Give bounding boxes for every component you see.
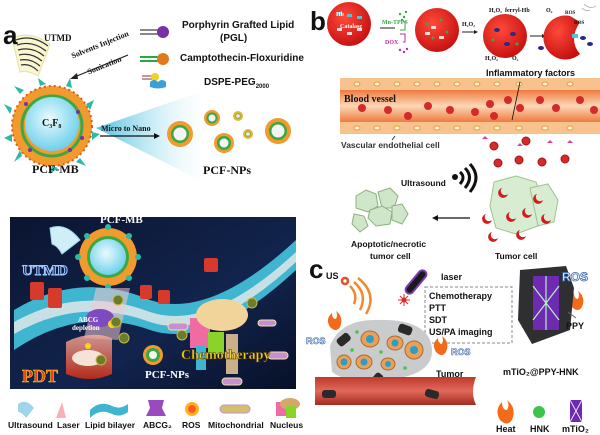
mechanism-panel [10,217,296,389]
h2o2-top-label: H₂O₂ [489,8,502,14]
catalase-label: Catalase [340,24,362,30]
mech-utmd-label: UTMD [22,263,69,280]
legend-heat-label: Heat [496,424,516,434]
therapy-imaging: US/PA imaging [429,327,493,337]
ros-badge-mid: ROS [451,347,471,358]
o2-bottom-label: O₂ [512,56,519,62]
abcg2-icon [146,400,166,416]
apoptotic-label-1: Apoptotic/necrotic [351,239,427,249]
micro-to-nano-label: Micro to Nano [101,124,151,133]
legend-laser-label: Laser [57,420,80,430]
panel-c-letter: c [309,254,324,284]
legend-dspe-label: DSPE-PEG2000 [204,77,270,90]
ros-label-1: ROS [565,11,576,16]
pcf-nanoparticles [167,110,291,153]
heat-flame-icons [327,291,584,424]
ultrasound-transducer-icon [11,34,51,77]
apoptotic-tumor-cells [351,187,409,233]
abcg-depletion-label-2: depletion [72,324,100,332]
blood-vessel [340,78,600,141]
assembly-arrow [70,54,129,79]
h2o2-arrow-label: H₂O₂ [462,22,475,28]
ros-badge-right: ROS [562,270,589,285]
ros-badge-left: ROS [306,336,326,347]
legend-icons [18,398,300,418]
apoptotic-label-2: tumor cell [370,251,411,261]
blood-vessel-c [315,377,476,405]
therapy-list: Chemotherapy PTT SDT US/PA imaging [429,290,493,338]
legend-ros-label: ROS [182,420,201,430]
mtio2-ppy-hnk-label: mTiO₂@PPY-HNK [503,367,579,377]
chemotherapy-label: Chemotherapy [181,348,271,364]
dspe-peg-molecule-icon [142,73,166,89]
laser-device-icon [398,269,428,306]
lipid-bilayer-icon [90,403,128,418]
legend-abcg2-label: ABCG₂ [143,420,172,430]
ros-label-2: ROS [574,21,585,26]
hnk-icon [533,406,545,418]
legend-c-icons [533,399,583,423]
o2-top-label: O₂ [546,8,553,14]
legend-mitochondrial-label: Mitochondrial [208,420,264,430]
nucleus-complex [190,299,248,374]
abcg-depletion-label-1: ABCG [78,316,99,324]
utmd-label: UTMD [44,33,72,43]
mn-tpps-label: Mn-TPPS [382,20,408,26]
therapy-ptt: PTT [429,303,446,313]
ultrasound-icon [18,401,34,418]
therapy-sdt: SDT [429,315,447,325]
tumor-label: Tumor [436,369,464,379]
ultrasound-fan-icon [49,226,81,255]
cpt-fudr-molecule-icon [140,53,169,65]
ultrasound-wave-icon [452,162,478,193]
legend-lipid-bilayer-label: Lipid bilayer [85,420,136,430]
panel-a-letter: a [3,20,18,50]
apoptotic-arrow [432,215,470,221]
mech-pcf-nps-label: PCF-NPs [145,369,189,381]
tumor-cells [482,175,559,242]
legend-mtio2-label: mTiO₂ [562,424,589,434]
pcf-nps-label: PCF-NPs [203,163,251,177]
legend-nucleus-label: Nucleus [270,420,304,430]
mitochondrial-icon [219,404,251,414]
legend-pgl-abbr: (PGL) [220,33,248,44]
pcf-mb-label: PCF-MB [32,162,79,176]
pgl-molecule-icon [140,26,169,38]
therapy-box [424,286,513,344]
rbc-sequence [327,2,597,60]
inflammatory-factors-label: Inflammatory factors [486,68,576,78]
panel-b-letter: b [310,6,326,36]
hb-label: Hb [336,12,345,18]
ppy-label: PPY [566,321,585,331]
legend-pgl-label: Porphyrin Grafted Lipid [182,20,295,31]
micro-to-nano-arrow [100,133,160,139]
nucleus-icon [276,398,300,418]
blood-vessel-label: Blood vessel [344,94,396,105]
pcf-mb-bubble [4,78,100,174]
therapy-chemotherapy: Chemotherapy [429,291,493,301]
tumor-cell-label: Tumor cell [495,251,538,261]
legend-hnk-label: HNK [530,424,550,434]
legend-ultrasound-label: Ultrasound [8,420,53,430]
us-waves-icon [340,276,372,315]
legend-cpt-label: Camptothecin-Floxuridine [180,53,304,64]
c3f8-core-label: C₃F₈ [42,118,62,129]
h2o2-bottom-label: H₂O₂ [485,56,498,62]
us-label: US [326,271,339,281]
tumor-mass [330,319,432,387]
laser-icon [56,402,66,418]
ultrasound-label: Ultrasound [401,178,446,188]
pdt-label: PDT [22,366,59,387]
ros-icon [185,402,199,416]
extravasated-cells [482,136,573,168]
mtio2-ppy-particle [518,266,577,344]
laser-label: laser [441,272,463,282]
dox-label: DOX [385,40,399,46]
ferryl-hb-label: ferryl-Hb [505,8,530,14]
mech-pcf-mb-label: PCF-MB [100,214,143,226]
vascular-endothelial-label: Vascular endothelial cell [341,140,440,150]
